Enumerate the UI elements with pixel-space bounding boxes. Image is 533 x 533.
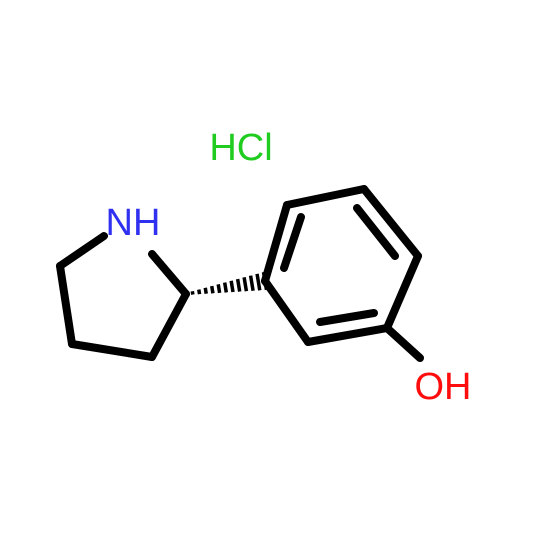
- hash-segment: [235, 278, 242, 292]
- hash-segment: [197, 289, 202, 295]
- bond-ar4-ar5: [383, 252, 422, 332]
- bond-c3-c2: [148, 290, 190, 361]
- benzene-ring: [261, 185, 424, 362]
- bond-ar2-ar3: [283, 185, 368, 209]
- bond-n-c5: [56, 232, 108, 270]
- double-bond-inner-3: [316, 309, 378, 326]
- hashed-wedge-bond: [184, 271, 269, 296]
- bond-c-o: [383, 324, 424, 362]
- salt-label: HCl: [209, 127, 272, 169]
- hash-segment: [190, 290, 195, 295]
- bond-ar5-ar6: [304, 324, 391, 346]
- amine-label: NH: [106, 202, 161, 244]
- hash-segment: [216, 284, 222, 294]
- bond-ar3-ar4: [360, 185, 422, 260]
- bond-ar6-ar1: [261, 277, 312, 346]
- hash-segment: [242, 277, 249, 292]
- double-bond-inner-1: [280, 213, 305, 272]
- hash-segment: [229, 280, 235, 293]
- hash-segment: [222, 282, 229, 293]
- hash-segment: [255, 273, 262, 291]
- hash-segment: [210, 285, 215, 294]
- hydroxyl-label: OH: [415, 366, 472, 408]
- bond-ar1-ar2: [261, 201, 291, 285]
- hash-segment: [248, 275, 255, 292]
- bond-c2-n: [148, 250, 190, 298]
- bond-c5-c4: [56, 262, 76, 348]
- hash-segment: [203, 287, 208, 294]
- double-bond-inner-2: [353, 204, 399, 260]
- pyrrolidine-ring: [56, 232, 190, 361]
- bond-c4-c3: [68, 340, 156, 361]
